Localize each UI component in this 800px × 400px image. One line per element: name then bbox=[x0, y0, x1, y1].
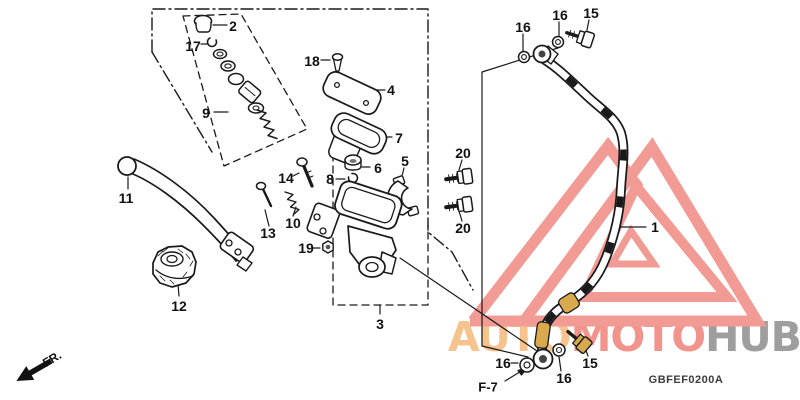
part-callout-15a: 15 bbox=[583, 5, 599, 21]
part-callout-16a: 16 bbox=[515, 19, 531, 35]
part-callout-14: 14 bbox=[278, 170, 294, 186]
float-and-clip-drawing bbox=[344, 154, 362, 184]
master-cylinder-drawing bbox=[306, 180, 403, 278]
part-callout-15b: 15 bbox=[582, 355, 598, 371]
part-callout-11: 11 bbox=[118, 190, 134, 206]
lever-bracket-drawing bbox=[152, 245, 197, 288]
part-callout-3: 3 bbox=[376, 316, 384, 332]
part-callout-16d: 16 bbox=[556, 370, 572, 386]
watermark-segment-hub: HUB bbox=[705, 313, 800, 361]
part-callout-5: 5 bbox=[401, 153, 409, 169]
part-callout-9: 9 bbox=[202, 105, 210, 121]
page-ref: F-7 bbox=[478, 379, 498, 395]
clamp-drawing bbox=[387, 175, 420, 217]
part-callout-18: 18 bbox=[304, 53, 320, 69]
part-callout-7: 7 bbox=[395, 130, 403, 146]
part-callout-13: 13 bbox=[260, 225, 276, 241]
brake-lever-drawing bbox=[117, 156, 255, 272]
part-callout-16c: 16 bbox=[495, 355, 511, 371]
watermark-segment-moto: MOTO bbox=[570, 313, 706, 361]
part-callout-17: 17 bbox=[185, 38, 201, 54]
part-callout-10: 10 bbox=[285, 215, 301, 231]
part-callout-1: 1 bbox=[651, 219, 659, 235]
part-callout-20b: 20 bbox=[455, 220, 471, 236]
diagram-code: GBFEF0200A bbox=[648, 374, 724, 386]
screw-18-drawing bbox=[331, 53, 344, 72]
part-callout-19: 19 bbox=[298, 240, 314, 256]
watermark-segment-auto: AUTO bbox=[448, 313, 572, 361]
part-callout-8: 8 bbox=[326, 171, 334, 187]
part-callout-12: 12 bbox=[171, 298, 187, 314]
part-callout-16b: 16 bbox=[552, 7, 568, 23]
repair-kit-box bbox=[182, 13, 308, 167]
part-callout-20a: 20 bbox=[455, 145, 471, 161]
reservoir-cap-drawing bbox=[322, 71, 382, 115]
watermark-logo-triangles bbox=[468, 136, 767, 327]
part-callout-2: 2 bbox=[229, 18, 237, 34]
diaphragm-drawing bbox=[328, 112, 388, 165]
part-callout-4: 4 bbox=[387, 82, 395, 98]
watermark-text: AUTOMOTOHUB bbox=[448, 317, 800, 358]
part-callout-6: 6 bbox=[374, 160, 382, 176]
fr-direction-label: FR. bbox=[40, 348, 64, 370]
mounting-bolts-drawing bbox=[444, 167, 474, 213]
